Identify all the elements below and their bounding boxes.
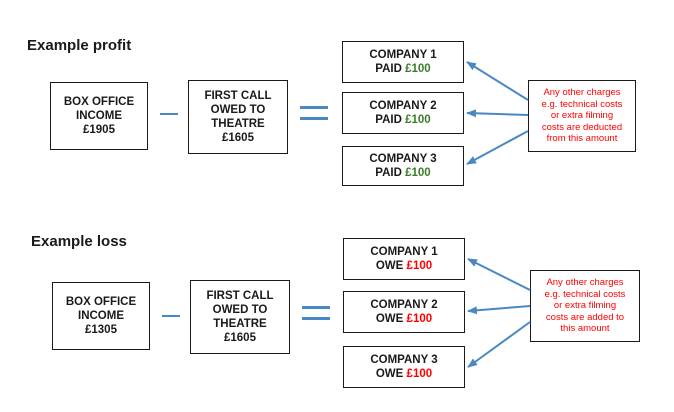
loss-box-office-box: BOX OFFICE INCOME £1305: [52, 282, 150, 350]
company-amount: £100: [406, 260, 433, 272]
profit-company-3-box: COMPANY 3 PAID £100: [342, 146, 464, 186]
company-name: COMPANY 3: [370, 354, 438, 366]
equals-sign: [302, 306, 330, 320]
box-office-amount: £1305: [85, 324, 117, 336]
company-name: COMPANY 2: [370, 299, 438, 311]
company-amount: £100: [405, 114, 431, 126]
company-status: PAID: [375, 63, 402, 75]
note-line: or extra filming: [553, 300, 617, 312]
first-call-amount: £1605: [222, 132, 254, 144]
company-status: PAID: [375, 167, 402, 179]
note-line: from this amount: [546, 133, 618, 145]
box-office-line: BOX OFFICE: [65, 296, 137, 308]
equals-sign: [300, 106, 328, 120]
arrow-to-loss-company-3: [467, 321, 531, 368]
box-office-amount: £1905: [83, 124, 115, 136]
arrow-to-loss-company-2: [467, 305, 531, 315]
arrow-to-loss-company-1: [467, 258, 531, 291]
first-call-amount: £1605: [224, 332, 256, 344]
first-call-line: THEATRE: [213, 318, 267, 330]
arrow-to-profit-company-1: [466, 61, 529, 101]
profit-note-box: Any other charges e.g. technical costs o…: [528, 80, 636, 152]
company-status: PAID: [375, 114, 402, 126]
company-amount: £100: [406, 368, 433, 380]
company-amount: £100: [405, 167, 431, 179]
loss-company-2-box: COMPANY 2 OWE £100: [343, 291, 465, 333]
company-status: OWE: [375, 368, 404, 380]
company-name: COMPANY 1: [370, 246, 438, 258]
profit-first-call-box: FIRST CALL OWED TO THEATRE £1605: [188, 80, 288, 154]
arrow-to-profit-company-2: [466, 109, 529, 118]
note-line: e.g. technical costs: [541, 98, 623, 110]
note-line: Any other charges: [543, 87, 621, 99]
company-amount: £100: [405, 63, 431, 75]
company-status: OWE: [375, 260, 404, 272]
loss-title: Example loss: [31, 233, 127, 250]
company-name: COMPANY 3: [369, 153, 437, 165]
arrow-to-profit-company-3: [466, 130, 529, 165]
first-call-line: OWED TO: [212, 304, 268, 316]
loss-note-box: Any other charges e.g. technical costs o…: [530, 270, 640, 342]
loss-company-3-box: COMPANY 3 OWE £100: [343, 346, 465, 388]
box-office-line: BOX OFFICE: [63, 96, 135, 108]
company-status: OWE: [375, 313, 404, 325]
loss-company-1-box: COMPANY 1 OWE £100: [343, 238, 465, 280]
box-office-line: INCOME: [78, 310, 124, 322]
company-amount: £100: [406, 313, 433, 325]
first-call-line: FIRST CALL: [206, 290, 274, 302]
note-line: costs are added to: [545, 311, 625, 323]
note-line: e.g. technical costs: [544, 288, 626, 300]
minus-sign: [162, 315, 180, 317]
note-line: this amount: [560, 323, 610, 335]
first-call-line: OWED TO: [210, 104, 266, 116]
loss-first-call-box: FIRST CALL OWED TO THEATRE £1605: [190, 280, 290, 354]
company-name: COMPANY 1: [369, 49, 437, 61]
profit-box-office-box: BOX OFFICE INCOME £1905: [50, 82, 148, 150]
company-name: COMPANY 2: [369, 100, 437, 112]
box-office-line: INCOME: [76, 110, 122, 122]
first-call-line: FIRST CALL: [204, 90, 272, 102]
note-line: costs are deducted: [541, 121, 623, 133]
first-call-line: THEATRE: [211, 118, 265, 130]
minus-sign: [160, 113, 178, 115]
note-line: Any other charges: [546, 277, 624, 289]
profit-company-2-box: COMPANY 2 PAID £100: [342, 92, 464, 134]
profit-company-1-box: COMPANY 1 PAID £100: [342, 41, 464, 83]
note-line: or extra filming: [550, 110, 614, 122]
profit-title: Example profit: [27, 37, 132, 54]
